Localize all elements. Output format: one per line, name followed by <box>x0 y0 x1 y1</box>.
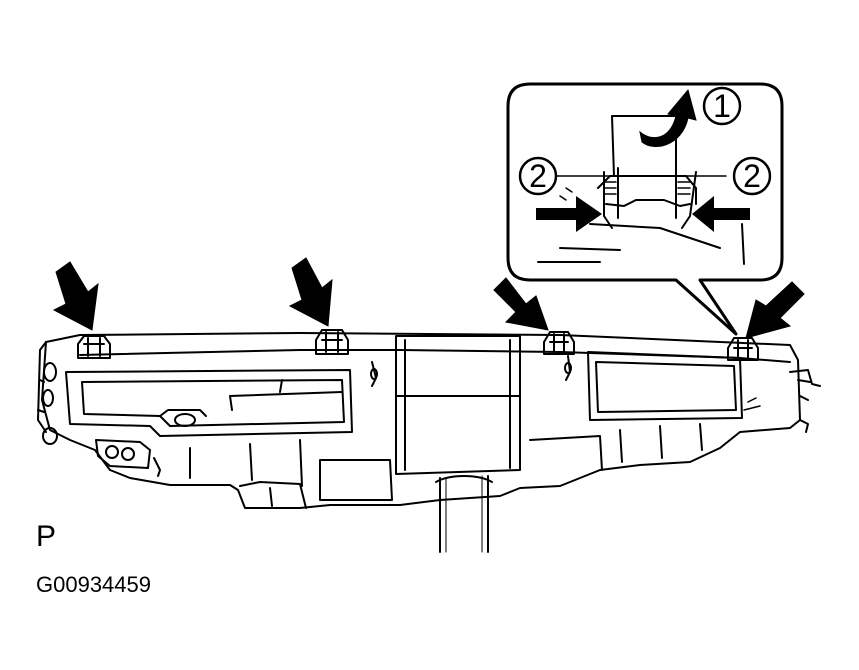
clip-1 <box>77 335 111 359</box>
step-two-left-number: 2 <box>529 158 547 194</box>
lift-arrow-icon <box>639 88 697 147</box>
figure-id-label: G00934459 <box>36 572 151 597</box>
arrow-clip-1-icon <box>52 261 99 331</box>
clip-3 <box>543 331 575 355</box>
arrow-clip-3-icon <box>493 277 549 331</box>
arrow-clip-2-icon <box>288 257 333 327</box>
clip-4 <box>727 337 759 361</box>
view-code-label: P <box>36 520 57 553</box>
squeeze-arrow-right-icon <box>692 196 750 232</box>
arrow-clip-4-icon <box>745 281 805 339</box>
detail-callout: 1 2 2 <box>506 82 784 336</box>
clip-2 <box>315 329 349 355</box>
squeeze-arrow-left-icon <box>536 196 602 232</box>
step-one-number: 1 <box>713 88 731 124</box>
step-two-right-number: 2 <box>743 158 761 194</box>
panel-assembly <box>37 332 821 553</box>
